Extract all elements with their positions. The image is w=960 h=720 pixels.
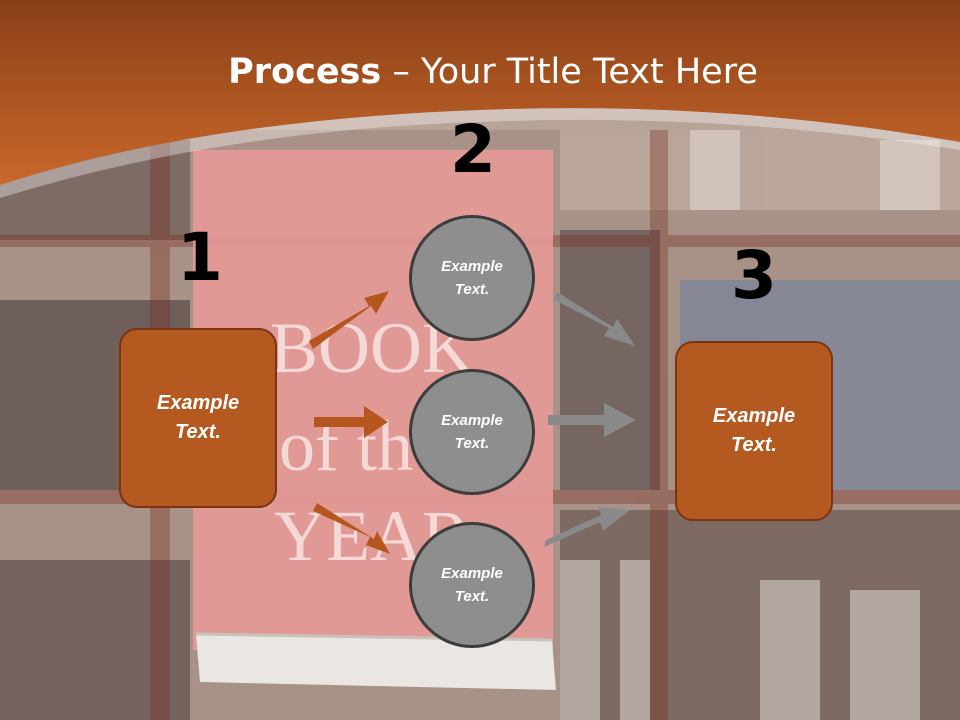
circle-2-line2: Text. <box>454 435 490 452</box>
step-3-text-line2: Text. <box>731 434 777 456</box>
step-1-text-line2: Text. <box>175 421 221 443</box>
step-1-box: Example Text. <box>119 328 277 508</box>
title-rest: – Your Title Text Here <box>381 52 758 92</box>
step-3-text-line1: Example <box>712 405 796 427</box>
step-number-1: 1 <box>177 219 223 296</box>
arrow-grey-up <box>544 507 630 547</box>
step-1-text-line1: Example <box>156 392 240 414</box>
circle-1-line2: Text. <box>454 281 490 298</box>
step-3-box: Example Text. <box>675 341 833 521</box>
arrow-grey-down <box>553 292 635 346</box>
circle-2: Example Text. <box>409 369 535 495</box>
slide-title: Process – Your Title Text Here <box>0 52 960 92</box>
circle-3: Example Text. <box>409 522 535 648</box>
arrow-orange-mid <box>314 406 388 438</box>
step-number-2: 2 <box>450 111 496 188</box>
step-number-3: 3 <box>731 237 777 314</box>
arrow-grey-mid <box>548 403 636 437</box>
circle-2-line1: Example <box>441 412 503 429</box>
arrow-orange-up <box>309 291 389 349</box>
circle-3-line2: Text. <box>454 588 490 605</box>
circle-3-line1: Example <box>441 565 503 582</box>
arrow-orange-down <box>313 503 390 554</box>
circle-1: Example Text. <box>409 215 535 341</box>
title-bold: Process <box>228 52 382 92</box>
circle-1-line1: Example <box>441 258 503 275</box>
